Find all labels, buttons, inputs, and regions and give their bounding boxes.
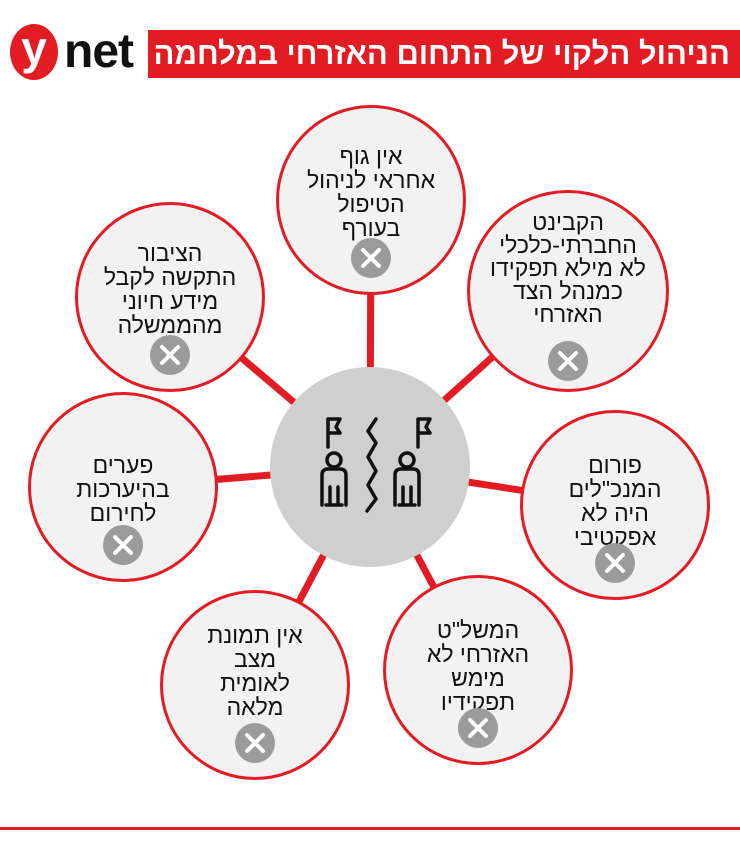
bubble-text-line: פורום: [588, 452, 642, 478]
issue-bubble-cabinet: הקבינט החברתי-כלכלי לא מילא תפקידו כמנהל…: [467, 190, 669, 392]
center-circle: [270, 367, 470, 567]
x-icon: [235, 723, 275, 763]
bottom-divider: [0, 827, 740, 830]
bubble-text-line: מידע חיוני: [121, 288, 219, 314]
bubble-text-line: התקשה לקבל: [103, 264, 237, 290]
bubble-text-line: אין גוף: [339, 143, 403, 169]
bubble-text-line: האזרחי לא: [426, 641, 530, 667]
ynet-logo: y net: [10, 24, 134, 80]
bubble-text-line: בהיערכות: [76, 476, 170, 502]
issue-bubble-no-responsible-body: אין גוף אחראי לניהול הטיפול בעורף: [276, 105, 466, 295]
issue-bubble-preparedness-gaps: פערים בהיערכות לחירום: [28, 392, 218, 582]
x-icon: [351, 238, 391, 278]
x-icon: [150, 335, 190, 375]
x-icon: [103, 525, 143, 565]
bubble-text-line: הציבור: [137, 240, 203, 266]
bubble-text-line: פערים: [92, 452, 154, 478]
logo-net: net: [64, 25, 134, 78]
issue-bubble-civil-command: המשל"ט האזרחי לא מימש תפקידיו: [383, 575, 573, 765]
two-people-flags-divided-icon: [320, 417, 432, 513]
issue-bubble-public-information: הציבור התקשה לקבל מידע חיוני מהממשלה: [75, 202, 265, 392]
bubble-text-line: הקבינט: [532, 209, 604, 235]
bubble-text-line: כמנהל הצד: [513, 278, 623, 304]
page-title: הניהול הלקוי של התחום האזרחי במלחמה: [148, 30, 740, 78]
issue-bubble-no-national-picture: אין תמונת מצב לאומית מלאה: [160, 590, 350, 780]
x-icon: [595, 543, 635, 583]
bubble-text-line: לא מילא תפקידו: [490, 255, 646, 281]
bubble-text-line: המשל"ט: [436, 617, 520, 643]
bubble-text-line: בעורף: [341, 215, 401, 241]
bubble-text-line: הטיפול: [337, 191, 405, 217]
x-icon: [548, 341, 588, 381]
bubble-text-line: לאומית: [220, 670, 290, 696]
bubble-text-line: מהממשלה: [117, 312, 223, 338]
bubble-text-line: המנכ"לים: [568, 476, 662, 502]
bubble-text-line: אין תמונת: [207, 622, 303, 648]
logo-y: y: [10, 24, 58, 80]
bubble-text-line: מימש: [451, 665, 505, 691]
bubble-text-line: מלאה: [226, 694, 284, 720]
bubble-text-line: מצב: [233, 646, 277, 672]
issue-bubble-directors-forum: פורום המנכ"לים היה לא אפקטיבי: [520, 410, 710, 600]
bubble-text-line: לחירום: [89, 500, 157, 526]
x-icon: [458, 708, 498, 748]
bubble-text-line: האזרחי: [533, 301, 603, 327]
bubble-text-line: החברתי-כלכלי: [499, 232, 637, 258]
bubble-text-line: היה לא: [581, 500, 649, 526]
bubble-text-line: אחראי לניהול: [306, 167, 436, 193]
